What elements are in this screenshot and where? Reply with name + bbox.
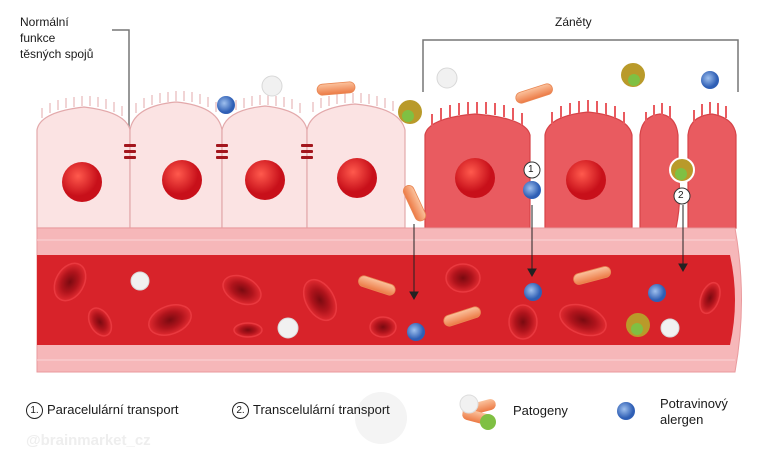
legend-label: alergen — [660, 412, 704, 427]
food-allergens — [217, 71, 719, 341]
watermark: @brainmarket_cz — [26, 432, 151, 449]
arrow-head — [527, 268, 537, 278]
nucleus — [245, 160, 285, 200]
label-line: funkce — [20, 31, 56, 45]
watermark-logo — [355, 392, 407, 444]
legend-label: Paracelulární transport — [47, 402, 179, 417]
arrow-head — [678, 263, 688, 273]
pathogen-pills — [316, 81, 612, 327]
marker-2-label: 2 — [678, 190, 684, 201]
marker-1-label: 1 — [528, 164, 534, 175]
nucleus — [455, 158, 495, 198]
legend-paracellular: 1. Paracelulární transport — [26, 402, 179, 420]
label-line: Normální — [20, 15, 69, 29]
nucleus — [337, 158, 377, 198]
legend-transcellular: 2. Transcelulární transport — [232, 402, 390, 420]
legend-pathogen-icon — [459, 394, 496, 430]
marker-2 — [673, 187, 691, 205]
legend-label: Transcelulární transport — [253, 402, 390, 417]
microvilli — [41, 91, 401, 118]
normal-pointer-line — [112, 29, 130, 150]
inflammation-label: Záněty — [555, 15, 592, 29]
legend-pathogens: Patogeny — [513, 403, 568, 418]
transport-arrows — [409, 205, 688, 301]
blood-vessel — [36, 227, 742, 373]
nucleus — [566, 160, 606, 200]
nuclei — [62, 158, 606, 202]
white-particles — [130, 67, 680, 339]
legend-allergen-icon — [617, 402, 635, 420]
legend-number: 1. — [26, 402, 43, 420]
inflamed-microvilli — [431, 100, 727, 126]
marker-1 — [523, 161, 541, 179]
legend-label: Potravinový — [660, 396, 728, 411]
nucleus — [62, 162, 102, 202]
green-pathogens — [398, 63, 695, 337]
legend-number: 2. — [232, 402, 249, 420]
legend-allergen: Potravinový alergen — [660, 396, 728, 428]
nucleus — [162, 160, 202, 200]
normal-tight-junctions-label: Normální funkce těsných spojů — [20, 14, 93, 62]
red-blood-cells — [53, 262, 721, 340]
label-line: těsných spojů — [20, 47, 94, 61]
inflammation-bracket — [422, 39, 739, 92]
inflamed-cell — [687, 113, 737, 229]
tight-junctions — [124, 144, 313, 159]
arrow-head — [409, 291, 419, 301]
